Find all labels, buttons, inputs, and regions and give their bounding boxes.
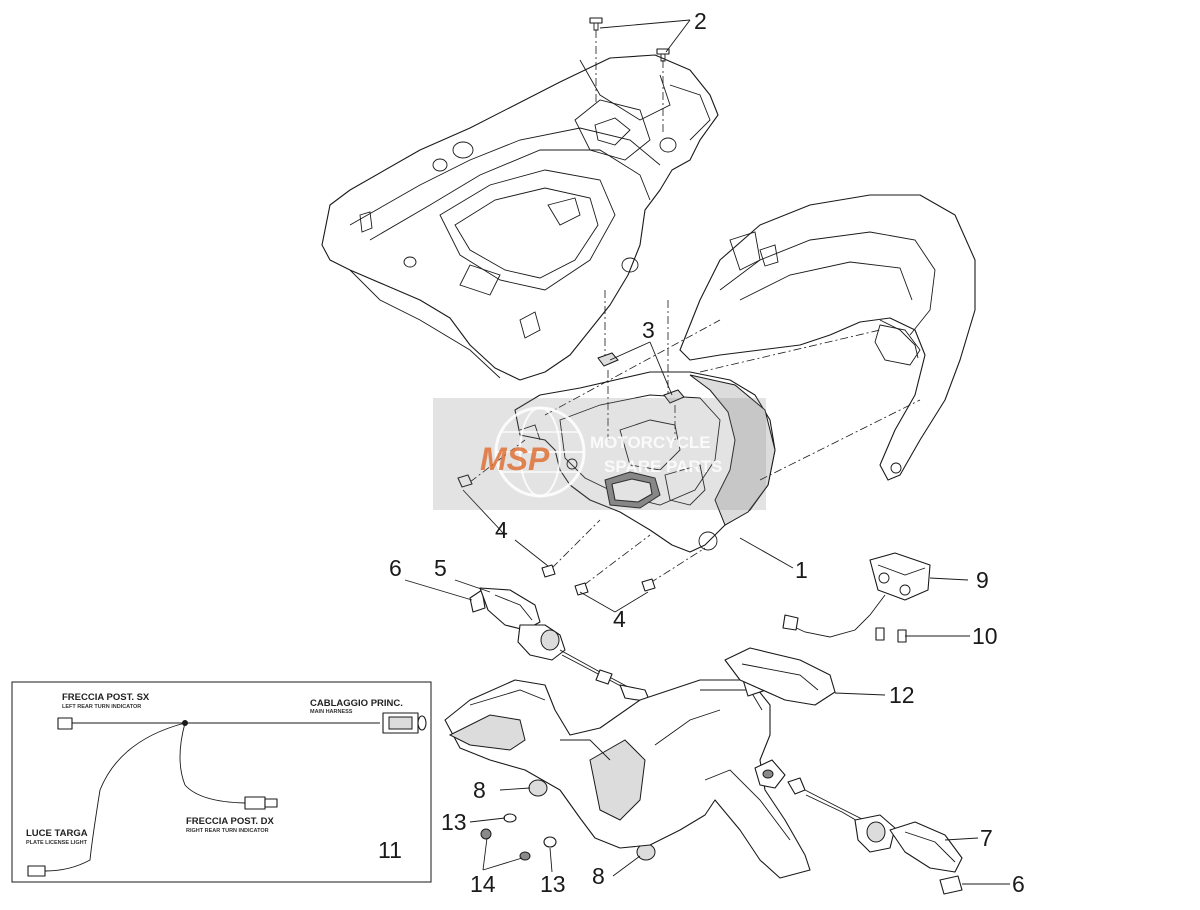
- label-main-harness-sub: MAIN HARNESS: [310, 709, 353, 715]
- callout-5: 5: [434, 555, 447, 581]
- callout-9: 9: [976, 567, 989, 593]
- callout-8-lower: 8: [592, 863, 605, 889]
- leader-lines: [404, 19, 1010, 885]
- callout-2: 2: [694, 8, 707, 34]
- screw-4-a: [457, 474, 473, 488]
- callout-6-left: 6: [389, 555, 402, 581]
- watermark-line1: MOTORCYCLE: [590, 433, 711, 452]
- left-turn-indicator: [469, 587, 651, 703]
- license-plate-holder: [444, 663, 811, 879]
- callout-1: 1: [795, 557, 808, 583]
- label-main-harness: CABLAGGIO PRINC.: [310, 698, 403, 709]
- wiring-inset: FRECCIA POST. SX LEFT REAR TURN INDICATO…: [11, 681, 432, 883]
- callout-13-upper: 13: [441, 809, 467, 835]
- assembly-lines: [469, 30, 921, 586]
- washer-13-lower: [543, 836, 557, 848]
- callout-13-lower: 13: [540, 871, 566, 897]
- clip-nut-3-right: [663, 389, 685, 404]
- label-left-turn-sub: LEFT REAR TURN INDICATOR: [62, 704, 141, 710]
- label-plate-light-sub: PLATE LICENSE LIGHT: [26, 840, 88, 846]
- washer-13-upper: [503, 813, 517, 823]
- nut-14-upper: [480, 828, 492, 840]
- label-plate-light: LUCE TARGA: [26, 828, 88, 839]
- screw-4-c: [574, 582, 589, 596]
- callout-3: 3: [642, 317, 655, 343]
- callout-numbers: 1 2 3 4 4 5 6 6 7 8 8 9 10 11 12 13 13 1…: [378, 8, 1025, 897]
- tail-fairing: [679, 194, 976, 481]
- tail-light-assembly: [514, 371, 776, 553]
- right-turn-indicator: [787, 777, 963, 873]
- clip-nut-3-left: [597, 352, 619, 367]
- callout-11: 11: [378, 837, 402, 863]
- label-left-turn: FRECCIA POST. SX: [62, 692, 150, 703]
- callout-10: 10: [972, 623, 998, 649]
- nut-8-upper: [528, 779, 548, 797]
- callout-8-upper: 8: [473, 777, 486, 803]
- watermark-line2: SPARE PARTS: [604, 457, 722, 476]
- screw-2-right: [656, 48, 670, 62]
- screw-4-d: [641, 578, 656, 592]
- screw-4-b: [541, 564, 556, 578]
- callout-4-lower: 4: [613, 606, 626, 632]
- callout-6-right: 6: [1012, 871, 1025, 897]
- label-right-turn-sub: RIGHT REAR TURN INDICATOR: [186, 828, 269, 834]
- callout-12: 12: [889, 682, 915, 708]
- screw-6-right: [939, 875, 963, 895]
- hardware: [457, 17, 963, 895]
- rear-undertray: [321, 54, 719, 381]
- nut-14-lower: [519, 851, 531, 861]
- watermark: MSP MOTORCYCLE SPARE PARTS: [433, 398, 766, 510]
- plate-light: [782, 552, 931, 643]
- reflector: [724, 647, 836, 706]
- callout-7: 7: [980, 825, 993, 851]
- watermark-logo: MSP: [480, 441, 550, 477]
- screw-10-b: [897, 629, 907, 643]
- screw-10-a: [875, 627, 885, 641]
- inset-frame: [11, 681, 432, 883]
- watermark-band: [433, 398, 766, 510]
- screw-2-left: [589, 17, 603, 31]
- label-right-turn: FRECCIA POST. DX: [186, 816, 274, 827]
- callout-4-upper: 4: [495, 517, 508, 543]
- callout-14: 14: [470, 871, 496, 897]
